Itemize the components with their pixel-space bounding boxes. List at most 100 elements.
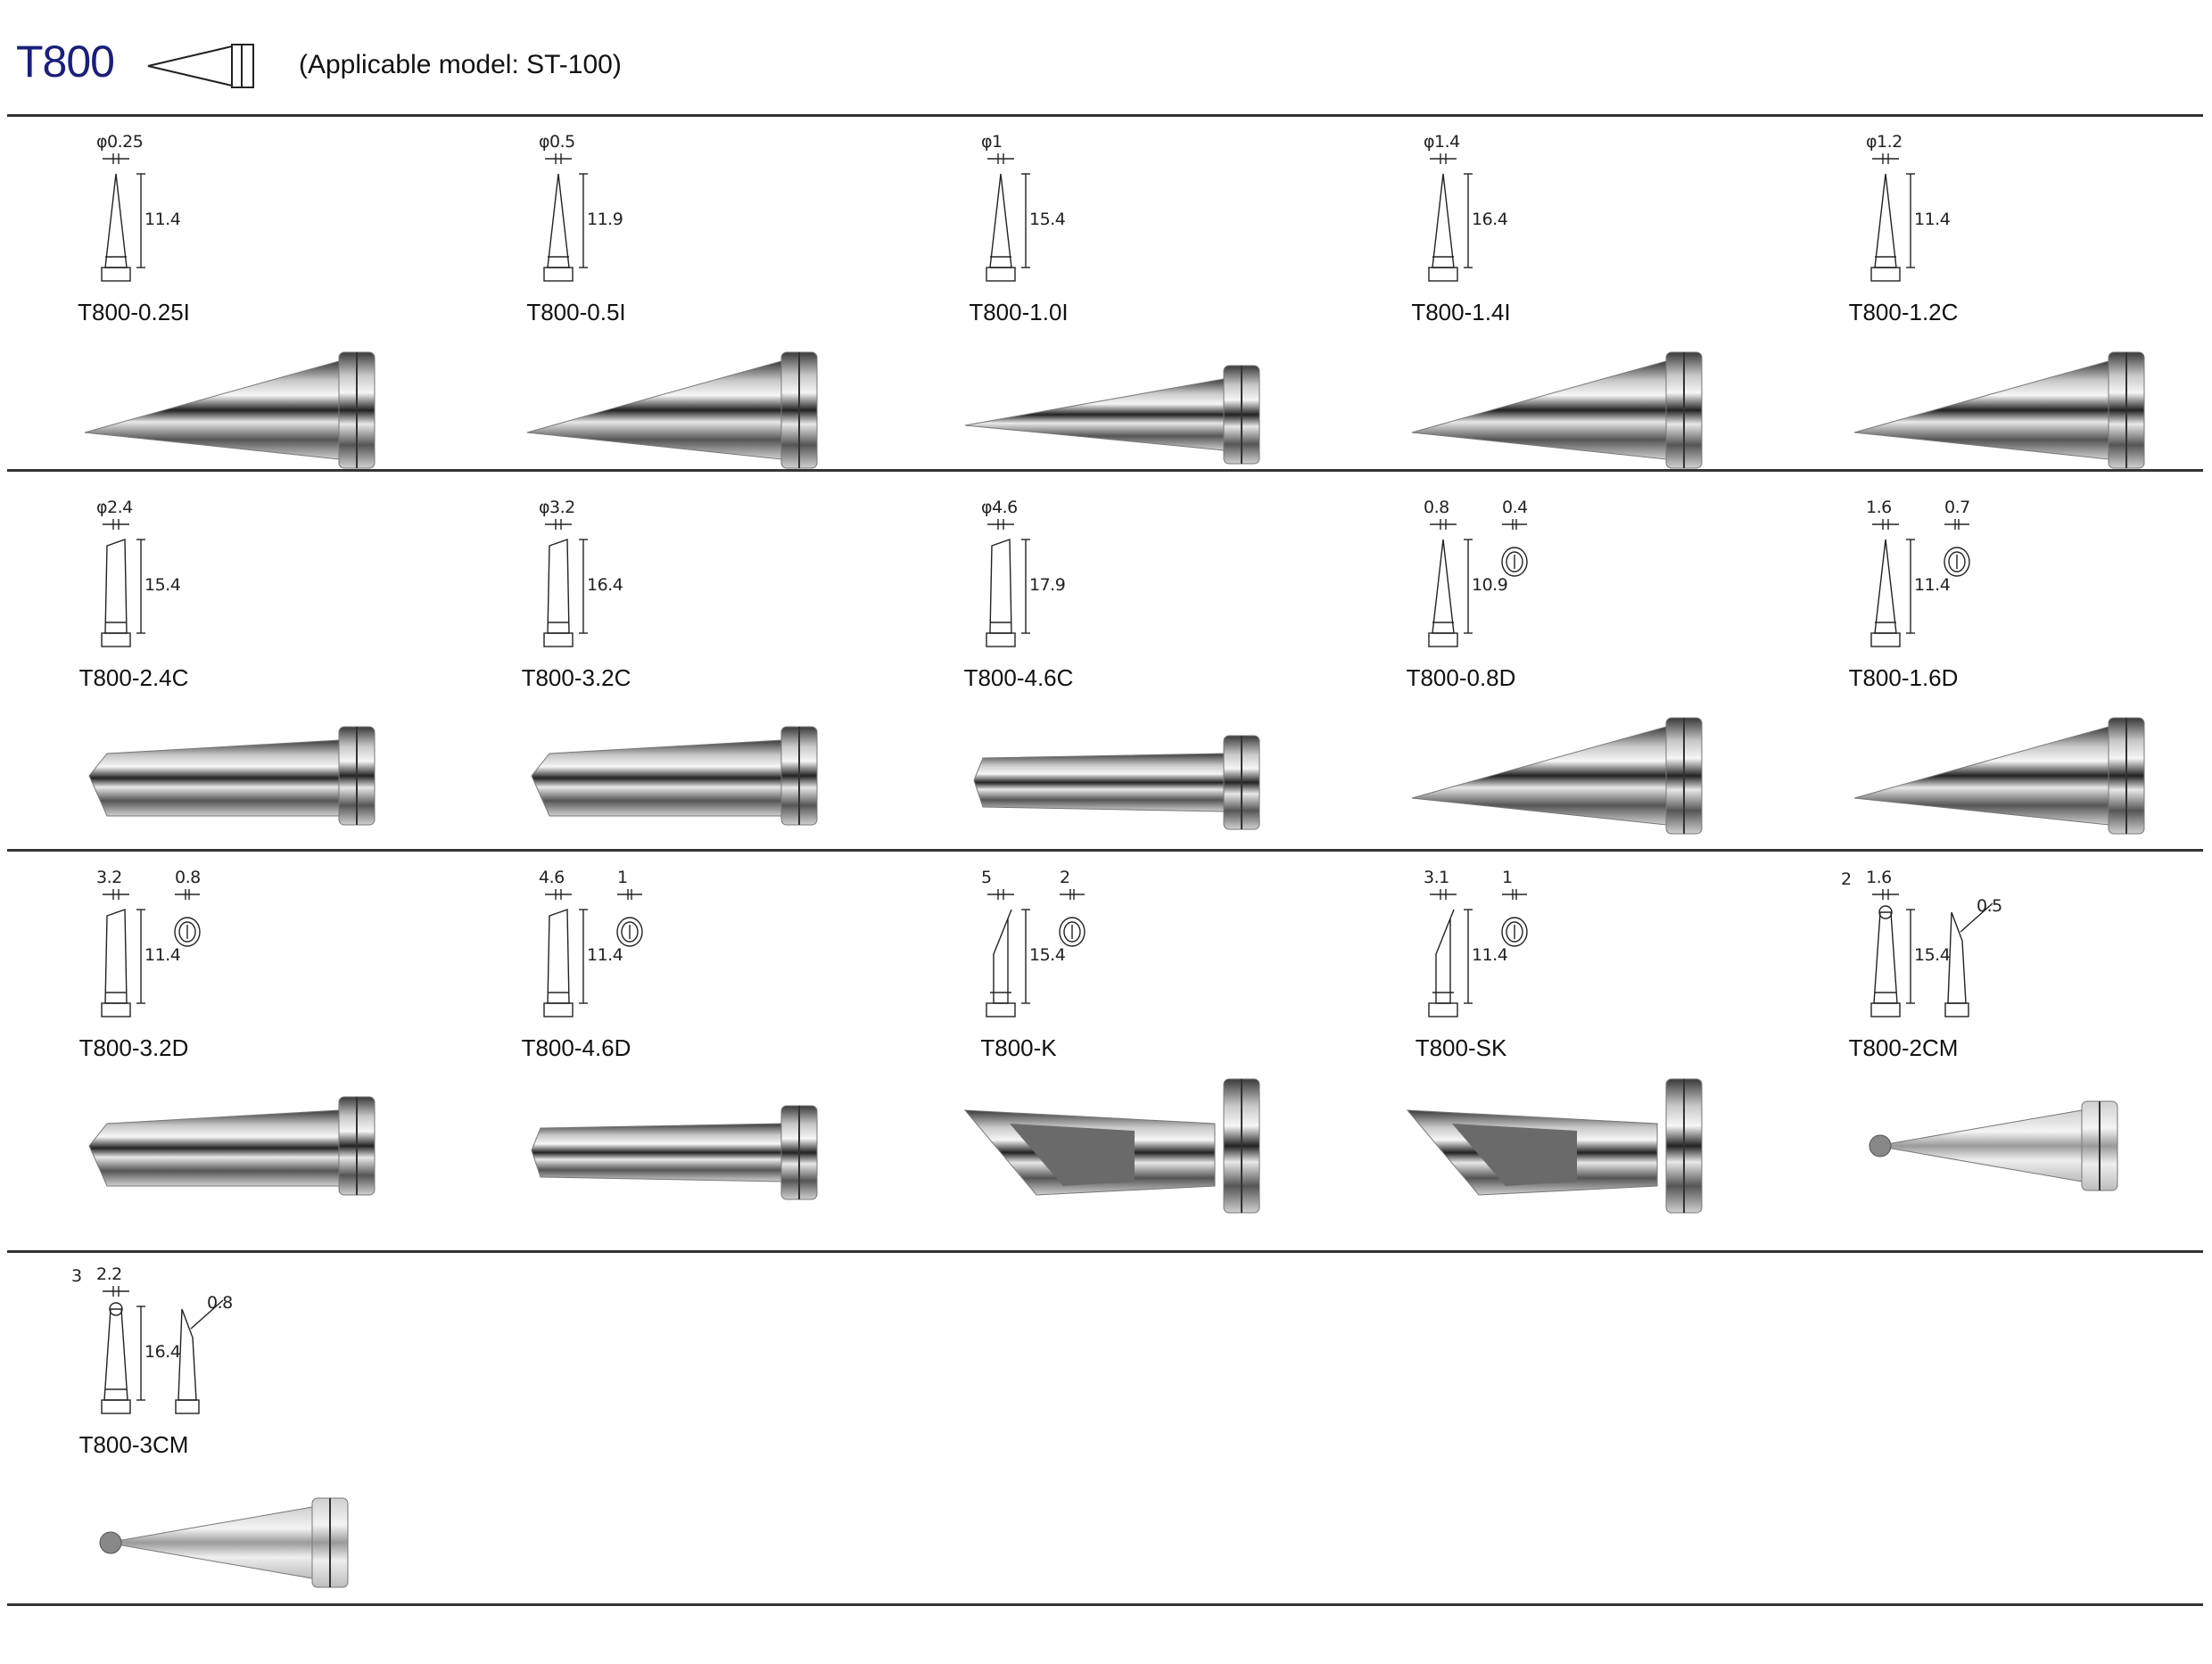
dimension-drawing xyxy=(986,153,1030,282)
tip-model-label: T800-3.2C xyxy=(521,664,631,691)
tip-photo xyxy=(1406,1078,1703,1214)
tip-height-label: 10.9 xyxy=(1472,575,1508,595)
tip-photo xyxy=(963,1078,1260,1214)
tip-model-label: T800-0.8D xyxy=(1406,664,1516,691)
tip-width-label: φ0.5 xyxy=(539,132,575,152)
tip-model-label: T800-4.6D xyxy=(521,1034,631,1061)
dimension-drawing xyxy=(1870,519,1970,647)
tip-height-label: 11.4 xyxy=(1472,945,1508,965)
tip-face-label: 0.7 xyxy=(1944,498,1970,517)
tip-width-label: 3.2 xyxy=(96,868,122,887)
tip-height-label: 11.9 xyxy=(587,210,623,229)
divider xyxy=(7,1603,2203,1606)
tip-photo xyxy=(1869,1100,2118,1191)
tip-height-label: 15.4 xyxy=(144,575,181,595)
tip-photo xyxy=(1853,717,2145,835)
dimension-box: φ0.5 11.9 xyxy=(505,132,737,303)
dimension-drawing xyxy=(101,519,145,647)
tip-photo xyxy=(531,726,818,826)
tip-height-label: 15.4 xyxy=(1029,945,1066,965)
dimension-drawing xyxy=(543,889,643,1017)
dimension-drawing xyxy=(543,519,588,647)
tip-photo xyxy=(531,1105,818,1200)
divider xyxy=(7,469,2203,472)
tip-face-label: 0.4 xyxy=(1502,498,1528,517)
dimension-drawing xyxy=(1870,153,1915,282)
tip-width-label: φ2.4 xyxy=(96,498,133,517)
tip-photo xyxy=(1411,717,1703,835)
tip-photo xyxy=(1411,351,1703,469)
tip-width-label: 1.6 xyxy=(1866,868,1892,887)
series-title: T800 xyxy=(16,37,115,86)
dimension-drawing xyxy=(1428,153,1473,282)
tip-height-label: 11.4 xyxy=(587,945,623,965)
tip-outer-label: 3 xyxy=(71,1266,82,1286)
tip-width-label: 1.6 xyxy=(1866,498,1892,517)
tip-model-label: T800-4.6C xyxy=(963,664,1074,691)
tip-model-label: T800-3.2D xyxy=(78,1034,189,1061)
tip-model-label: T800-0.5I xyxy=(526,299,626,325)
tip-height-label: 17.9 xyxy=(1029,575,1066,595)
dimension-drawing xyxy=(1870,889,1993,1017)
tip-photo xyxy=(88,1096,376,1196)
tip-model-label: T800-3CM xyxy=(78,1431,189,1458)
tip-photo xyxy=(1853,351,2145,469)
dimension-drawing xyxy=(986,519,1030,647)
tip-height-label: 15.4 xyxy=(1914,945,1951,965)
tip-model-label: T800-K xyxy=(980,1034,1057,1061)
dimension-drawing xyxy=(543,153,588,282)
tip-outline-icon xyxy=(147,44,254,88)
tip-photo xyxy=(973,735,1260,830)
tip-photo xyxy=(88,726,376,826)
tip-photo xyxy=(99,1497,349,1588)
tip-width-label: 2.2 xyxy=(96,1264,122,1284)
tip-width-label: φ3.2 xyxy=(539,498,575,517)
dimension-box: φ2.4 15.4 xyxy=(62,498,294,669)
dimension-drawing xyxy=(101,889,201,1017)
divider xyxy=(7,114,2203,117)
divider xyxy=(7,849,2203,852)
tip-width-label: 3.1 xyxy=(1424,868,1449,887)
tip-width-label: φ1.4 xyxy=(1424,132,1460,152)
tip-height-label: 11.4 xyxy=(1914,210,1951,229)
tip-model-label: T800-0.25I xyxy=(78,299,190,325)
tip-model-label: T800-1.2C xyxy=(1848,299,1959,325)
tip-face-label: 1 xyxy=(617,868,628,887)
tip-width-label: φ1.2 xyxy=(1866,132,1902,152)
tip-width-label: 0.8 xyxy=(1424,498,1449,517)
tip-width-label: 5 xyxy=(981,868,992,887)
dimension-drawing xyxy=(101,153,145,282)
tip-angle-label: 0.5 xyxy=(1977,896,2002,916)
tip-model-label: T800-1.4I xyxy=(1411,299,1511,325)
dimension-drawing xyxy=(986,889,1085,1017)
tip-angle-label: 0.8 xyxy=(207,1293,233,1313)
applicable-model: (Applicable model: ST-100) xyxy=(299,50,622,79)
tip-photo xyxy=(964,365,1260,465)
tip-model-label: T800-2CM xyxy=(1848,1034,1959,1061)
tip-height-label: 11.4 xyxy=(144,210,181,229)
